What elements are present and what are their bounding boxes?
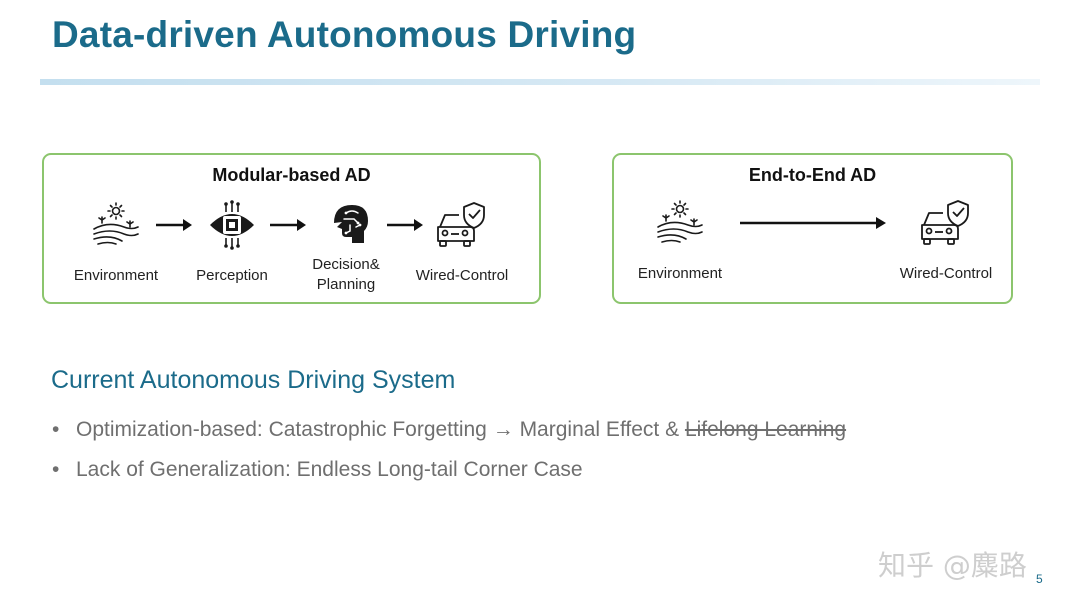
car-shield-icon bbox=[918, 195, 974, 251]
long-arrow-icon bbox=[740, 217, 886, 229]
step-label-decision-planning: Decision& Planning bbox=[312, 256, 380, 293]
bullet-marker: • bbox=[52, 418, 60, 441]
bullet-item: • Optimization-based: Catastrophic Forget… bbox=[52, 418, 846, 442]
brain-head-icon bbox=[320, 197, 376, 253]
bullet-text-continued: Marginal Effect & bbox=[519, 418, 680, 441]
bullet-marker: • bbox=[52, 458, 60, 481]
arrow-icon bbox=[156, 219, 192, 231]
step-label-environment: Environment bbox=[73, 267, 159, 284]
landscape-icon bbox=[652, 195, 708, 251]
modular-panel-title: Modular-based AD bbox=[212, 165, 371, 185]
car-shield-icon bbox=[434, 197, 490, 253]
step-label-environment: Environment bbox=[637, 265, 723, 282]
step-label-wired-control: Wired-Control bbox=[415, 267, 509, 284]
page-number: 5 bbox=[1036, 572, 1043, 586]
watermark: 知乎 @麋路 bbox=[878, 549, 1027, 582]
struck-text: Lifelong Learning bbox=[684, 418, 847, 441]
chip-eye-icon bbox=[204, 197, 260, 253]
modular-ad-panel: Modular-based AD Environment bbox=[42, 153, 541, 304]
arrow-icon bbox=[270, 219, 306, 231]
arrow-icon bbox=[387, 219, 423, 231]
section-heading: Current Autonomous Driving System bbox=[51, 366, 456, 394]
landscape-icon bbox=[88, 197, 144, 253]
bullet-text: Optimization-based: Catastrophic Forgett… bbox=[76, 418, 487, 441]
e2e-panel-title: End-to-End AD bbox=[748, 165, 877, 185]
step-label-wired-control: Wired-Control bbox=[899, 265, 993, 282]
step-label-perception: Perception bbox=[196, 267, 268, 284]
bullet-text: Lack of Generalization: Endless Long-tai… bbox=[76, 458, 583, 481]
title-underline bbox=[40, 79, 1040, 85]
end-to-end-ad-panel: End-to-End AD Environment bbox=[612, 153, 1013, 304]
bullet-item: • Lack of Generalization: Endless Long-ta… bbox=[52, 458, 583, 482]
right-arrow-icon: → bbox=[492, 418, 514, 441]
slide-title: Data-driven Autonomous Driving bbox=[52, 14, 637, 55]
